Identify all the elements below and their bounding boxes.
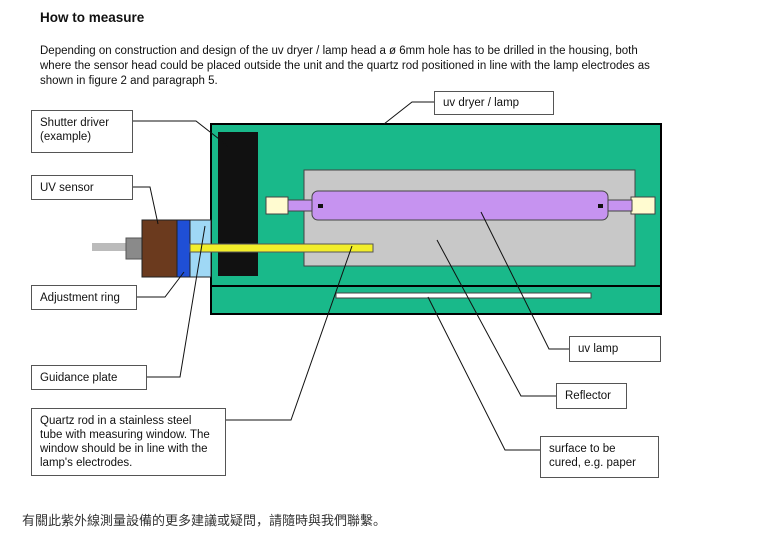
label-guidance-plate: Guidance plate xyxy=(31,365,147,390)
leader-guidance-plate xyxy=(147,225,206,378)
label-shutter-driver: Shutter driver (example) xyxy=(31,110,133,153)
dryer-lower-section xyxy=(210,285,662,315)
leader-adjustment-ring xyxy=(133,271,185,298)
shutter-driver xyxy=(218,132,258,276)
intro-paragraph: Depending on construction and design of … xyxy=(40,45,650,87)
leader-shutter-driver xyxy=(133,120,229,147)
leader-surface xyxy=(427,296,541,451)
uv-sensor xyxy=(141,219,178,278)
label-uv-lamp: uv lamp xyxy=(569,336,661,362)
label-adjustment-ring: Adjustment ring xyxy=(31,285,137,310)
label-reflector: Reflector xyxy=(556,383,627,409)
lamp-connector-left xyxy=(287,199,315,212)
lamp-electrode-left xyxy=(318,204,323,208)
label-uv-dryer: uv dryer / lamp xyxy=(434,91,554,115)
leader-uv-sensor xyxy=(133,186,159,225)
lamp-connector-right xyxy=(605,199,633,212)
lamp-end-cap-right xyxy=(630,196,656,215)
adjustment-ring xyxy=(176,219,191,278)
leader-reflector xyxy=(436,239,556,397)
label-quartz-rod: Quartz rod in a stainless steel tube wit… xyxy=(31,408,226,476)
contact-note: 有關此紫外線測量設備的更多建議或疑問，請隨時與我們聯繫。 xyxy=(22,514,387,529)
uv-lamp xyxy=(311,190,609,221)
leader-uv-lamp xyxy=(480,211,569,350)
lamp-end-cap-left xyxy=(265,196,289,215)
quartz-rod xyxy=(189,243,374,253)
label-surface: surface to be cured, e.g. paper xyxy=(540,436,659,478)
cured-surface xyxy=(335,292,592,299)
label-uv-sensor: UV sensor xyxy=(31,175,133,200)
cable-connector xyxy=(125,237,143,260)
leader-quartz-rod xyxy=(226,245,353,421)
section-title: How to measure xyxy=(40,10,145,25)
leader-uv-dryer xyxy=(383,101,435,125)
lamp-electrode-right xyxy=(598,204,603,208)
